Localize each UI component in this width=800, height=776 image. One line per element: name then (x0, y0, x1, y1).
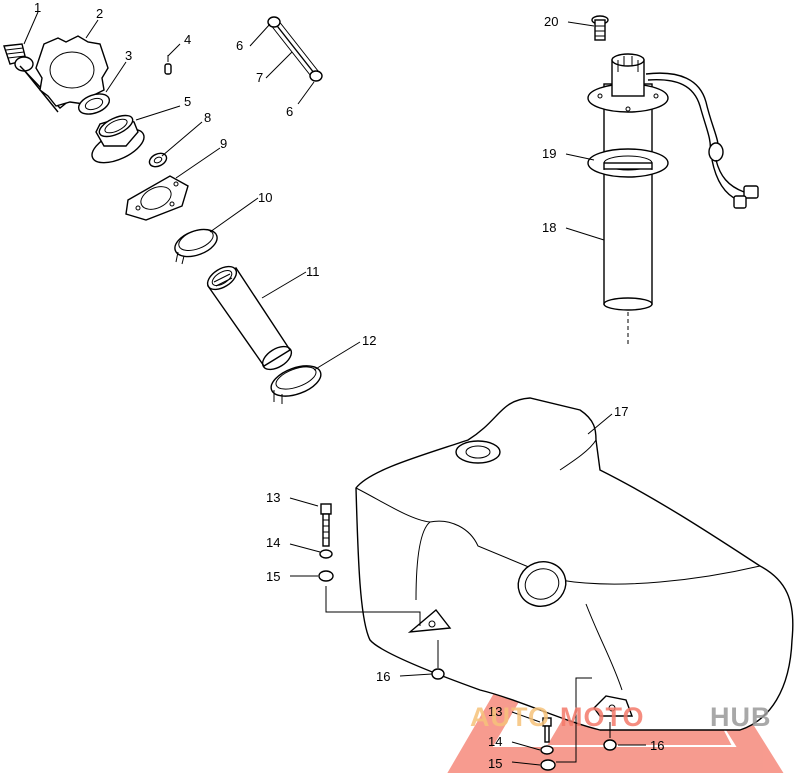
callout-15a: 15 (266, 569, 280, 584)
callout-1: 1 (34, 0, 41, 15)
callout-13b: 13 (488, 704, 502, 719)
callout-16b: 16 (650, 738, 664, 753)
part-19-gasket (587, 148, 669, 178)
hardware-stack-right (540, 677, 617, 771)
watermark-text-moto: MOTO (560, 702, 645, 732)
callout-13a: 13 (266, 490, 280, 505)
part-2-fuel-cap (35, 35, 109, 107)
callout-12: 12 (362, 333, 376, 348)
sender-flange (587, 53, 669, 113)
part-6-7-strap (267, 16, 323, 82)
callout-8: 8 (204, 110, 211, 125)
callout-7: 7 (256, 70, 263, 85)
callout-6b: 6 (286, 104, 293, 119)
part-11-filler-hose (206, 265, 293, 371)
callout-11: 11 (306, 264, 320, 279)
hardware-stack-left (318, 503, 445, 680)
callout-17: 17 (614, 404, 628, 419)
part-3-gasket (77, 93, 111, 115)
callout-19: 19 (542, 146, 556, 161)
part-12-clamp (270, 365, 322, 404)
part-18-sender-tube (603, 83, 653, 345)
part-4-pin (164, 55, 172, 75)
part-8-washer (148, 152, 168, 168)
callout-labels: 1 2 3 4 5 6 7 6 8 9 10 11 12 20 19 18 17… (34, 0, 664, 771)
callout-15b: 15 (488, 756, 502, 771)
callout-3: 3 (125, 48, 132, 63)
callout-20: 20 (544, 14, 558, 29)
watermark-text-auto: AUTO (470, 702, 550, 732)
callout-14a: 14 (266, 535, 280, 550)
callout-14b: 14 (488, 734, 502, 749)
callout-2: 2 (96, 6, 103, 21)
part-17-fuel-tank (355, 397, 794, 731)
part-5-filler-neck (91, 114, 145, 164)
callout-5: 5 (184, 94, 191, 109)
callout-9: 9 (220, 136, 227, 151)
callout-10: 10 (258, 190, 272, 205)
callout-16a: 16 (376, 669, 390, 684)
watermark-wordmark: AUTO MOTO HUB (470, 702, 772, 732)
watermark-text-hub: HUB (710, 702, 772, 732)
part-9-flange-gasket (125, 175, 189, 221)
callout-18: 18 (542, 220, 556, 235)
part-10-clamp (174, 228, 218, 265)
callout-4: 4 (184, 32, 191, 47)
callout-6a: 6 (236, 38, 243, 53)
part-20-screw (591, 15, 609, 41)
sender-wiring-harness (645, 72, 759, 209)
leader-lines (23, 11, 646, 766)
